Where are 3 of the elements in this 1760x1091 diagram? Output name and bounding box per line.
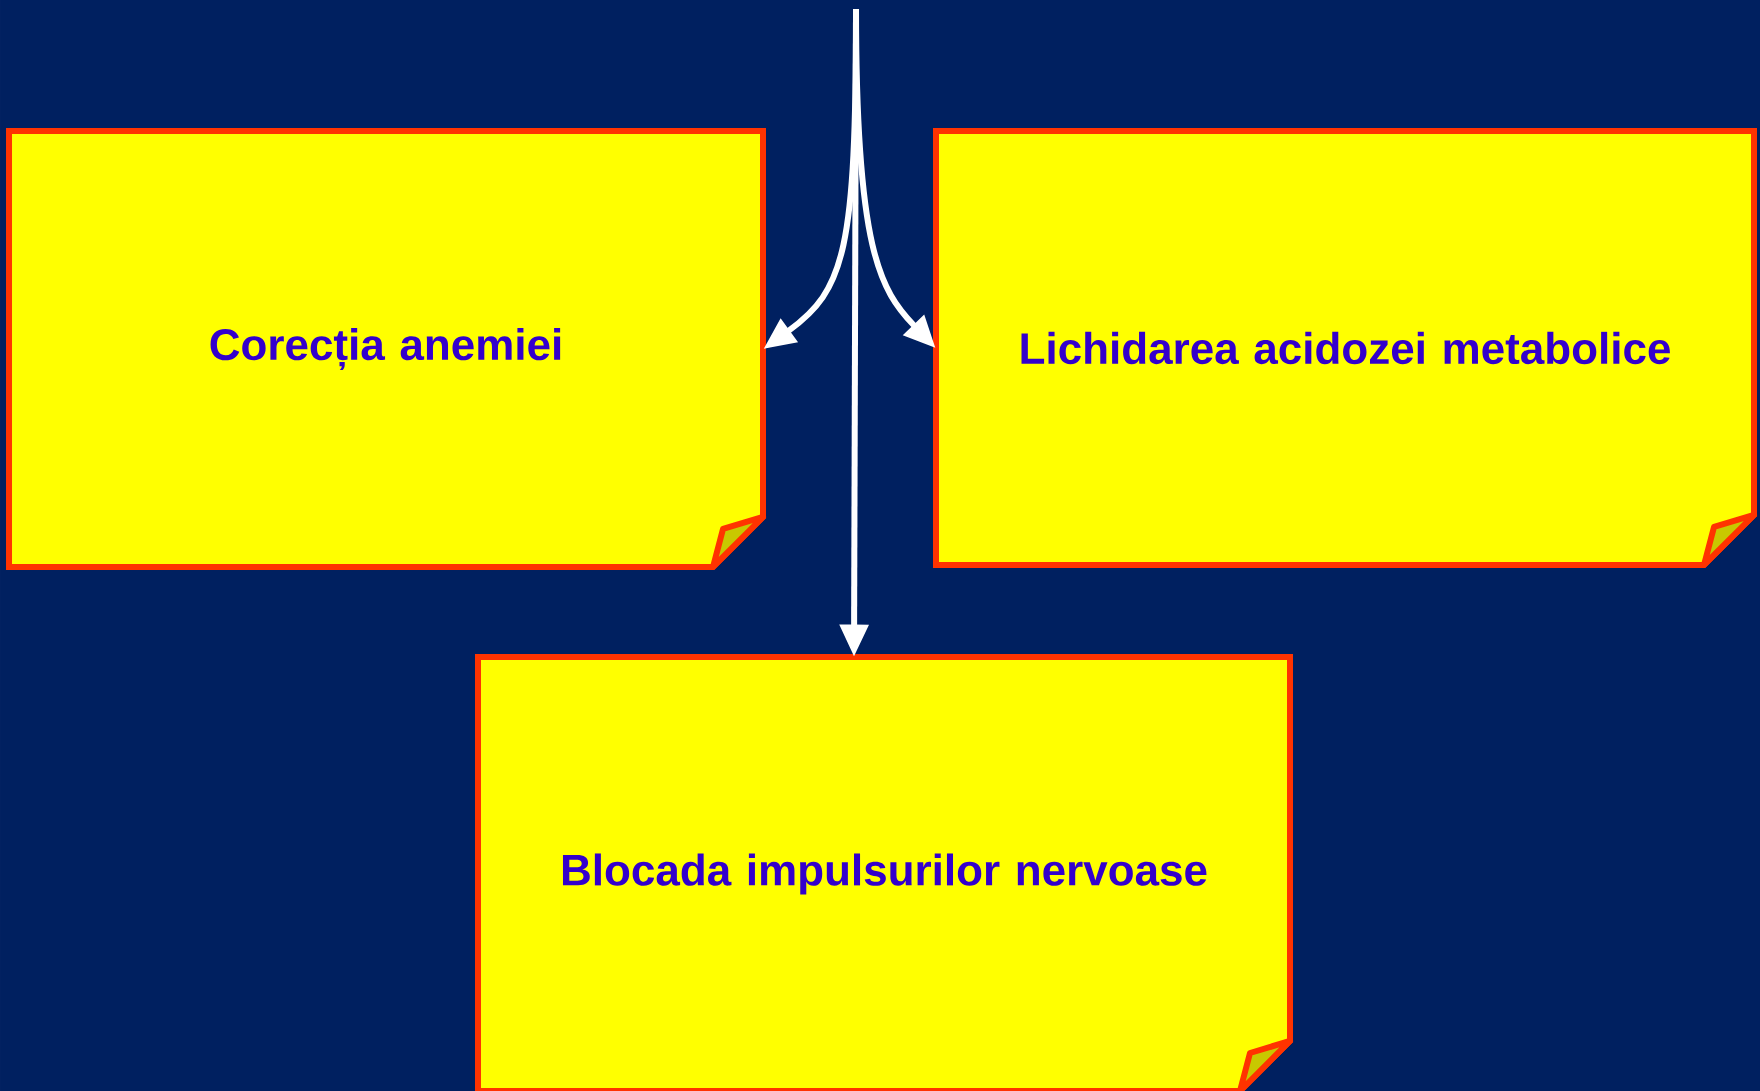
note-box: Blocada impulsurilor nervoase <box>475 654 1293 1091</box>
note-box: Lichidarea acidozei metabolice <box>933 128 1757 568</box>
note-box: Corecția anemiei <box>6 128 766 570</box>
